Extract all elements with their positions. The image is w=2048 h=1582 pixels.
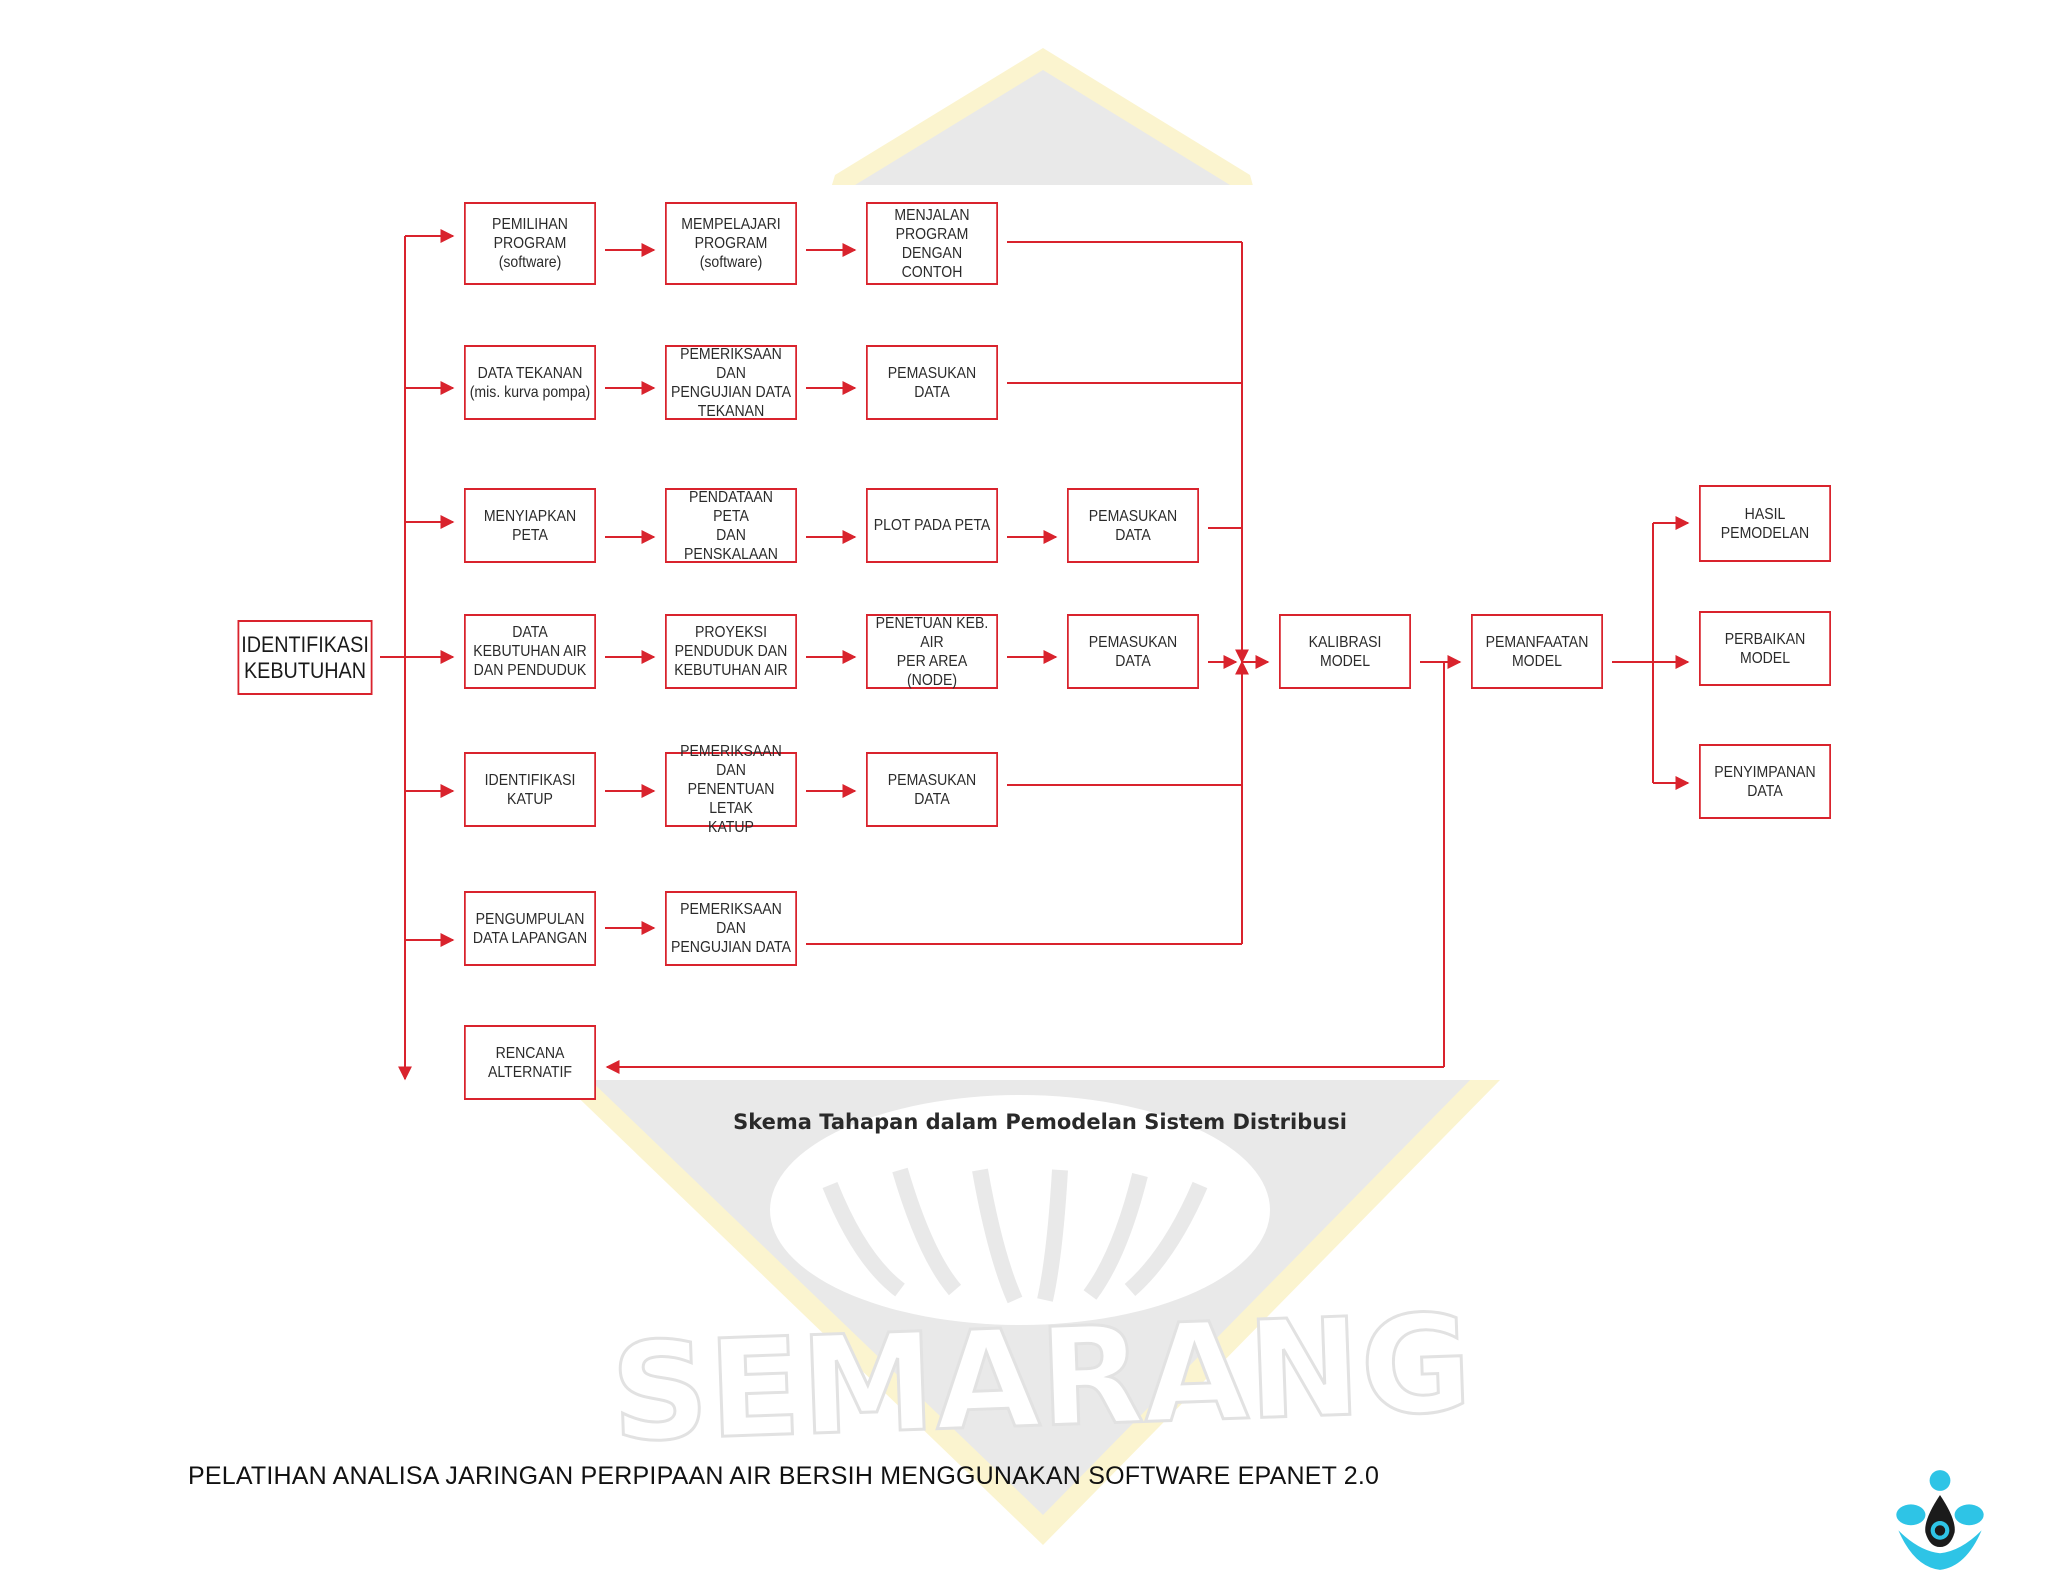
node-hasil-pemodelan: HASIL PEMODELAN [1699,485,1831,562]
diagram-caption: Skema Tahapan dalam Pemodelan Sistem Dis… [733,1110,1347,1134]
node-kalibrasi-model: KALIBRASI MODEL [1279,614,1411,689]
node-pengumpulan-data: PENGUMPULAN DATA LAPANGAN [464,891,596,966]
node-mempelajari-program: MEMPELAJARI PROGRAM (software) [665,202,797,285]
node-data-kebutuhan-air: DATA KEBUTUHAN AIR DAN PENDUDUK [464,614,596,689]
node-pemasukan-data-1: PEMASUKAN DATA [866,345,998,420]
node-perbaikan-model: PERBAIKAN MODEL [1699,611,1831,686]
footer-text: PELATIHAN ANALISA JARINGAN PERPIPAAN AIR… [188,1462,1380,1490]
watermark-text: SEMARANG [609,1285,1474,1472]
node-pemeriksaan-data: PEMERIKSAAN DAN PENGUJIAN DATA [665,891,797,966]
node-data-tekanan: DATA TEKANAN (mis. kurva pompa) [464,345,596,420]
node-pendataan-peta: PENDATAAN PETA DAN PENSKALAAN [665,488,797,563]
node-menjalan-program: MENJALAN PROGRAM DENGAN CONTOH [866,202,998,285]
node-proyeksi-penduduk: PROYEKSI PENDUDUK DAN KEBUTUHAN AIR [665,614,797,689]
node-pemasukan-data-3: PEMASUKAN DATA [1067,614,1199,689]
node-rencana-alternatif: RENCANA ALTERNATIF [464,1025,596,1100]
node-pemilihan-program: PEMILIHAN PROGRAM (software) [464,202,596,285]
node-pemasukan-data-4: PEMASUKAN DATA [866,752,998,827]
node-penentuan-keb-air: PENETUAN KEB. AIR PER AREA (NODE) [866,614,998,689]
water-drop-logo-icon [1896,1470,1984,1570]
node-identifikasi-katup: IDENTIFIKASI KATUP [464,752,596,827]
node-identifikasi-kebutuhan: IDENTIFIKASI KEBUTUHAN [237,620,373,695]
node-pemeriksaan-tekanan: PEMERIKSAAN DAN PENGUJIAN DATA TEKANAN [665,345,797,420]
node-plot-peta: PLOT PADA PETA [866,488,998,563]
node-pemeriksaan-katup: PEMERIKSAAN DAN PENENTUAN LETAK KATUP [665,743,797,836]
node-pemasukan-data-2: PEMASUKAN DATA [1067,488,1199,563]
node-menyiapkan-peta: MENYIAPKAN PETA [464,488,596,563]
node-pemanfaatan-model: PEMANFAATAN MODEL [1471,614,1603,689]
node-penyimpanan-data: PENYIMPANAN DATA [1699,744,1831,819]
